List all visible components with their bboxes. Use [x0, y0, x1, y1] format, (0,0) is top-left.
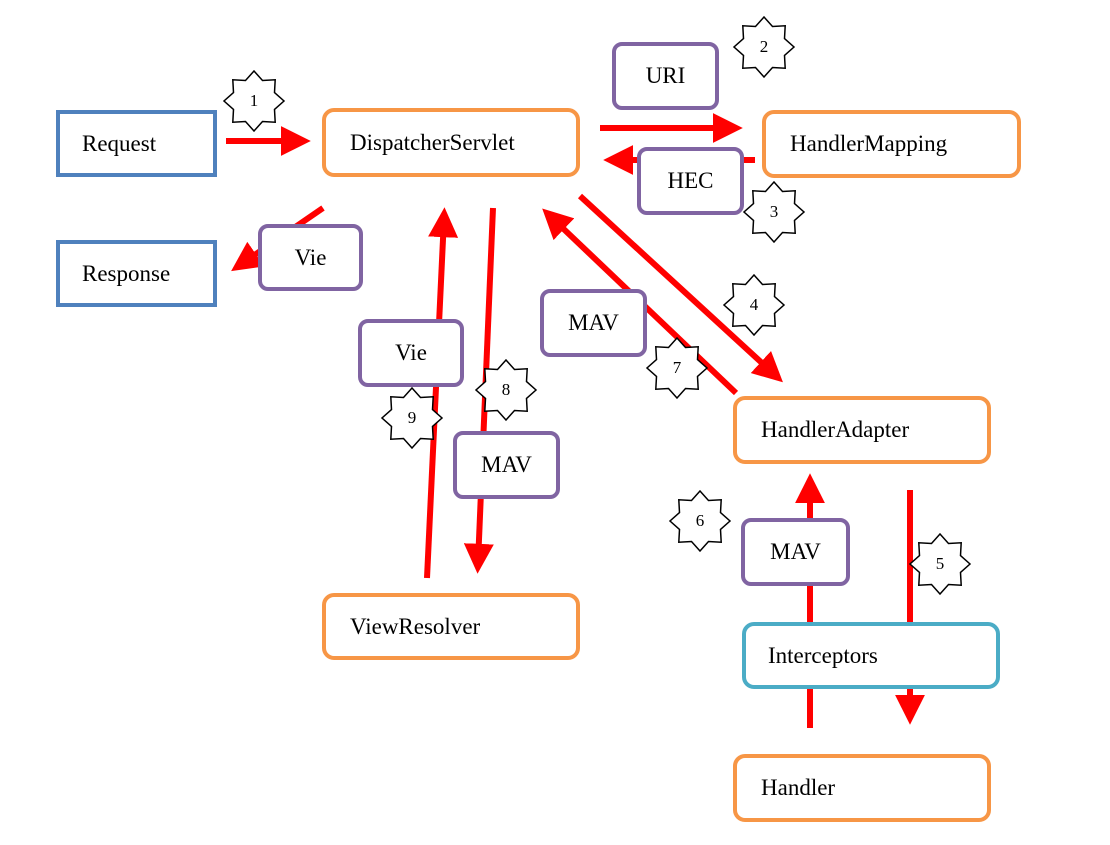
step-number: 9	[407, 408, 417, 427]
dispatcher-servlet-label: DispatcherServlet	[350, 129, 515, 155]
arrow-resolver-to-dispatcher	[424, 207, 459, 579]
view-resolver-node: ViewResolver	[322, 593, 580, 660]
star-badge-icon	[742, 180, 806, 244]
star-badge-icon	[732, 15, 796, 79]
star-badge-icon	[222, 69, 286, 133]
handler-mapping-label: HandlerMapping	[790, 131, 948, 156]
step-number: 6	[695, 511, 705, 530]
vie-response-label: Vie	[294, 244, 327, 270]
mav-handler-label: MAV	[770, 539, 821, 564]
step-number: 8	[501, 380, 511, 399]
star-badge-icon	[380, 386, 444, 450]
star-badge-icon	[645, 336, 709, 400]
interceptors-node: Interceptors	[742, 622, 1000, 689]
step-badge-9: 9	[380, 386, 444, 450]
step-number: 4	[749, 295, 759, 314]
star-badge-icon	[722, 273, 786, 337]
vie-view-label: Vie	[395, 340, 427, 365]
mav-resolver-label: MAV	[481, 452, 532, 477]
step-number: 2	[759, 37, 769, 56]
mav-handler-label-box: MAV	[741, 518, 850, 586]
step-badge-7: 7	[645, 336, 709, 400]
step-number: 3	[769, 202, 779, 221]
dispatcher-servlet-node: DispatcherServlet	[322, 108, 580, 177]
handler-node: Handler	[733, 754, 991, 822]
handler-mapping-node: HandlerMapping	[762, 110, 1021, 178]
arrow-dispatcher-to-adapter	[577, 193, 783, 383]
step-badge-3: 3	[742, 180, 806, 244]
hec-label-box: HEC	[637, 147, 744, 215]
step-number: 5	[935, 554, 945, 573]
vie-view-label-box: Vie	[358, 319, 464, 387]
star-badge-icon	[474, 358, 538, 422]
step-number: 1	[249, 91, 259, 110]
handler-label: Handler	[761, 775, 836, 800]
response-label: Response	[82, 260, 171, 286]
response-node: Response	[56, 240, 217, 307]
star-badge-icon	[668, 489, 732, 553]
mav-adapter-label: MAV	[568, 310, 619, 335]
view-resolver-label: ViewResolver	[350, 613, 481, 639]
step-badge-1: 1	[222, 69, 286, 133]
interceptors-label: Interceptors	[768, 642, 878, 668]
step-badge-4: 4	[722, 273, 786, 337]
vie-response-label-box: Vie	[258, 224, 363, 291]
mav-adapter-label-box: MAV	[540, 289, 647, 357]
request-label: Request	[82, 130, 157, 156]
step-badge-8: 8	[474, 358, 538, 422]
step-badge-5: 5	[908, 532, 972, 596]
step-badge-2: 2	[732, 15, 796, 79]
hec-label: HEC	[667, 168, 714, 193]
handler-adapter-node: HandlerAdapter	[733, 396, 991, 464]
step-badge-6: 6	[668, 489, 732, 553]
uri-label-box: URI	[612, 42, 719, 110]
uri-label: URI	[645, 63, 686, 88]
request-node: Request	[56, 110, 217, 177]
step-number: 7	[672, 358, 682, 377]
handler-adapter-label: HandlerAdapter	[761, 417, 910, 442]
star-badge-icon	[908, 532, 972, 596]
mav-resolver-label-box: MAV	[453, 431, 560, 499]
